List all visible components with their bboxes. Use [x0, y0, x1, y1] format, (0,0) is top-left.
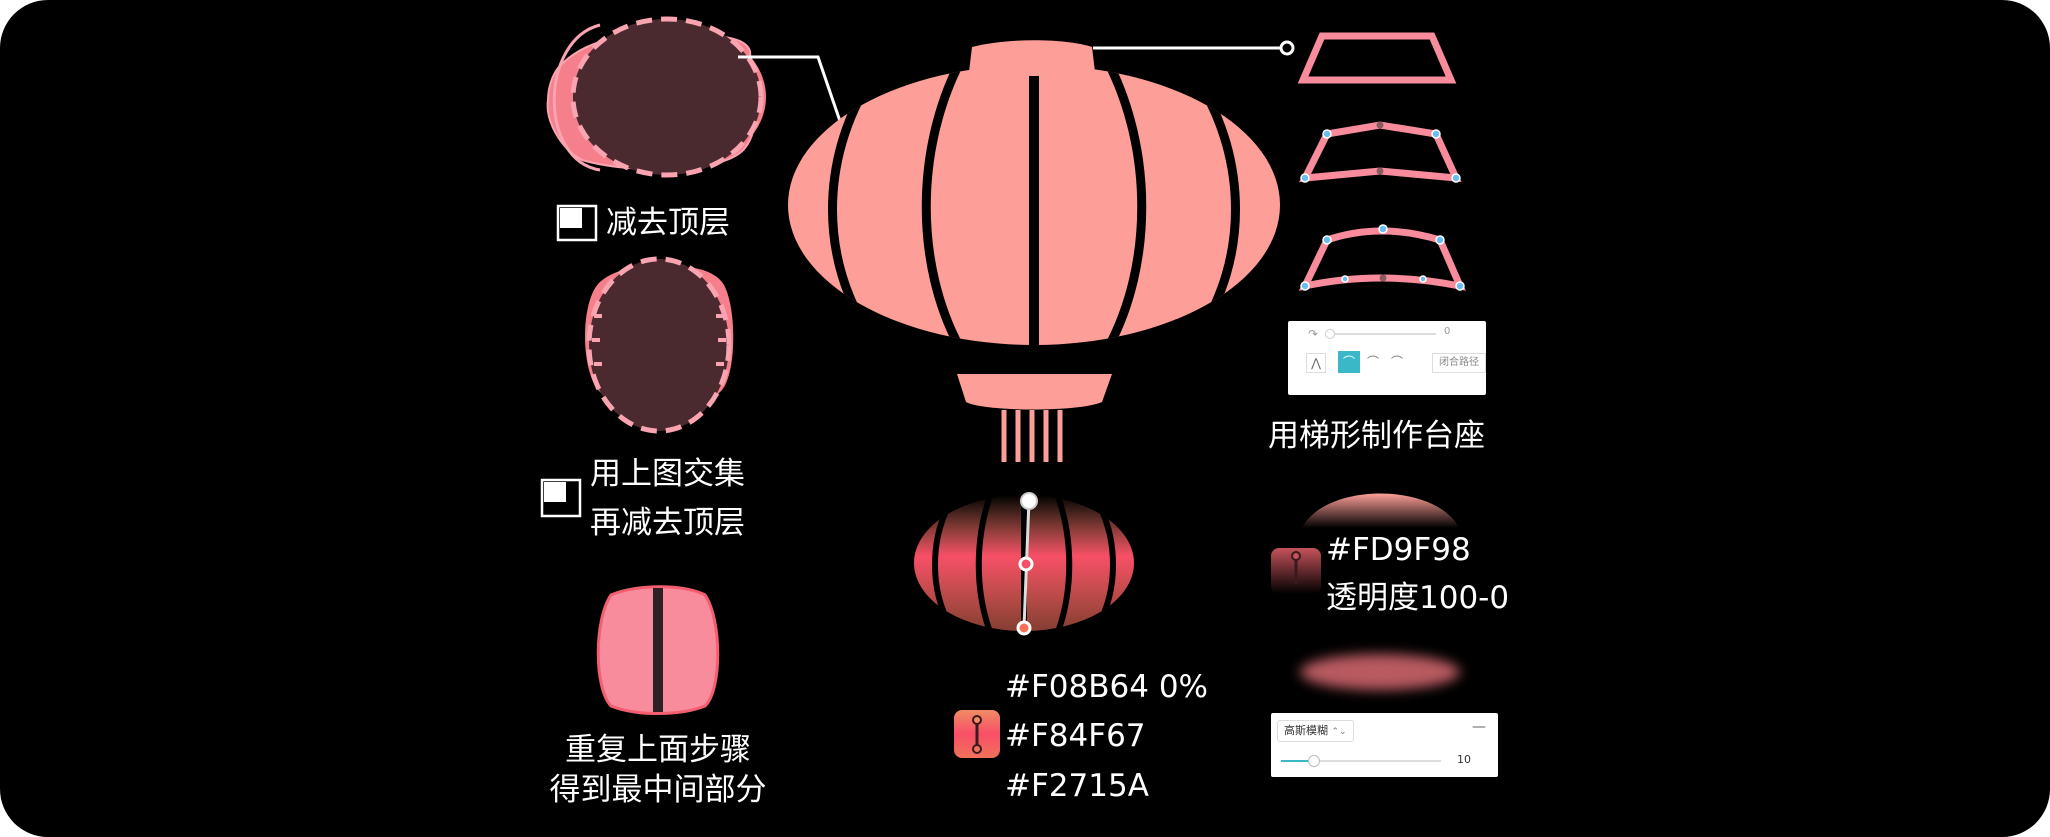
subtract-top-label: 减去顶层 — [606, 205, 730, 241]
blur-type-value: 高斯模糊 — [1284, 724, 1328, 737]
connector-line-left — [738, 55, 844, 128]
select-chevron-icon: ⌃⌄ — [1331, 727, 1347, 737]
gradient-lantern — [914, 492, 1134, 636]
gradient-icon — [954, 710, 1000, 758]
path-slider-track[interactable] — [1328, 333, 1436, 335]
base-opacity-label: 透明度100-0 — [1326, 580, 1510, 616]
blur-slider-fill — [1281, 760, 1313, 762]
base-blurred — [1300, 654, 1460, 690]
grad-stop3-label: #F2715A — [1005, 768, 1149, 804]
close-path-button[interactable]: 闭合路径 — [1432, 353, 1486, 373]
shape-subtract-top — [546, 16, 766, 178]
base-gradient — [1302, 493, 1459, 528]
gaussian-blur-panel: 高斯模糊 ⌃⌄ — 10 — [1271, 713, 1498, 777]
grad-stop1-label: #F08B64 0% — [1005, 669, 1208, 705]
trapezoid-curved — [1298, 224, 1466, 291]
path-mode-disconnect-icon[interactable]: ⌒ — [1366, 355, 1379, 369]
subtract-icon-1 — [556, 204, 598, 242]
gradient-handle-start[interactable] — [1020, 492, 1038, 510]
repeat-label-line2: 得到最中间部分 — [549, 772, 767, 808]
trapezoid-points — [1299, 121, 1462, 183]
blur-type-select[interactable]: 高斯模糊 ⌃⌄ — [1277, 720, 1354, 742]
blur-slider-track[interactable] — [1281, 760, 1441, 762]
intersect-label-line2: 再减去顶层 — [590, 505, 745, 541]
remove-effect-icon[interactable]: — — [1472, 719, 1486, 735]
path-mode-mirror-icon[interactable]: ⌒ — [1338, 351, 1360, 373]
path-slider-value: 0 — [1444, 326, 1451, 337]
intersect-label-line1: 用上图交集 — [590, 456, 745, 492]
path-tool-panel: ↷ 0 ⋀ ⌒ ⌒ ⌒ 闭合路径 — [1288, 321, 1486, 395]
base-color-label: #FD9F98 — [1326, 532, 1471, 568]
gradient-handle-end[interactable] — [1016, 620, 1032, 636]
subtract-icon-2 — [540, 478, 582, 518]
shape-intersect — [585, 256, 734, 434]
connector-dot-right — [1279, 40, 1295, 56]
grad-stop2-label: #F84F67 — [1005, 718, 1146, 754]
base-gradient-icon — [1271, 548, 1321, 594]
trapezoid-plain — [1297, 32, 1457, 84]
shape-middle-part — [596, 585, 720, 715]
blur-slider-thumb[interactable] — [1308, 755, 1320, 767]
path-mode-asym-icon[interactable]: ⌒ — [1390, 355, 1403, 369]
blur-value: 10 — [1457, 753, 1471, 766]
path-slider-thumb[interactable] — [1325, 329, 1335, 339]
gradient-handle-mid[interactable] — [1018, 556, 1034, 572]
path-mode-straight-icon[interactable]: ⋀ — [1306, 353, 1326, 373]
rotate-icon[interactable]: ↷ — [1308, 327, 1319, 341]
repeat-label-line1: 重复上面步骤 — [565, 732, 751, 768]
trapezoid-base-label: 用梯形制作台座 — [1268, 418, 1485, 454]
big-lantern — [788, 40, 1280, 462]
